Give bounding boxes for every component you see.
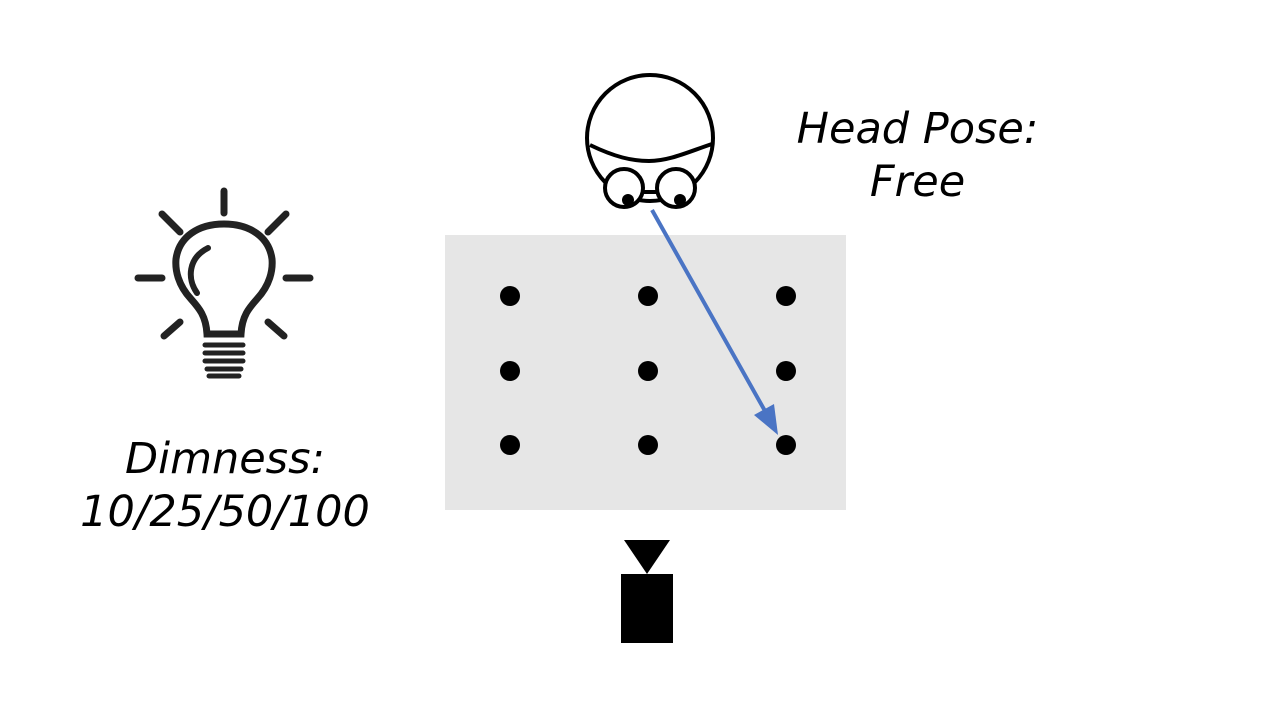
lightbulb-icon [134,187,314,379]
calibration-dot [500,435,520,455]
dimness-values: 10/25/50/100 [80,487,370,537]
dimness-title: Dimness: [125,434,325,484]
camera-icon [621,540,673,643]
gaze-arrow [650,209,778,435]
target-dot [776,435,796,455]
calibration-dot [638,361,658,381]
head-pose-value: Free [869,157,966,207]
head-pose-label: Head Pose: Free [780,103,1055,209]
calibration-dot-grid [500,286,796,455]
head-with-glasses-icon [585,73,715,209]
calibration-dot [500,286,520,306]
calibration-dot [776,286,796,306]
calibration-dot [638,286,658,306]
head-pose-title: Head Pose: [796,104,1039,154]
calibration-dot [500,361,520,381]
calibration-dot [776,361,796,381]
dimness-label: Dimness: 10/25/50/100 [60,433,390,539]
calibration-dot [638,435,658,455]
